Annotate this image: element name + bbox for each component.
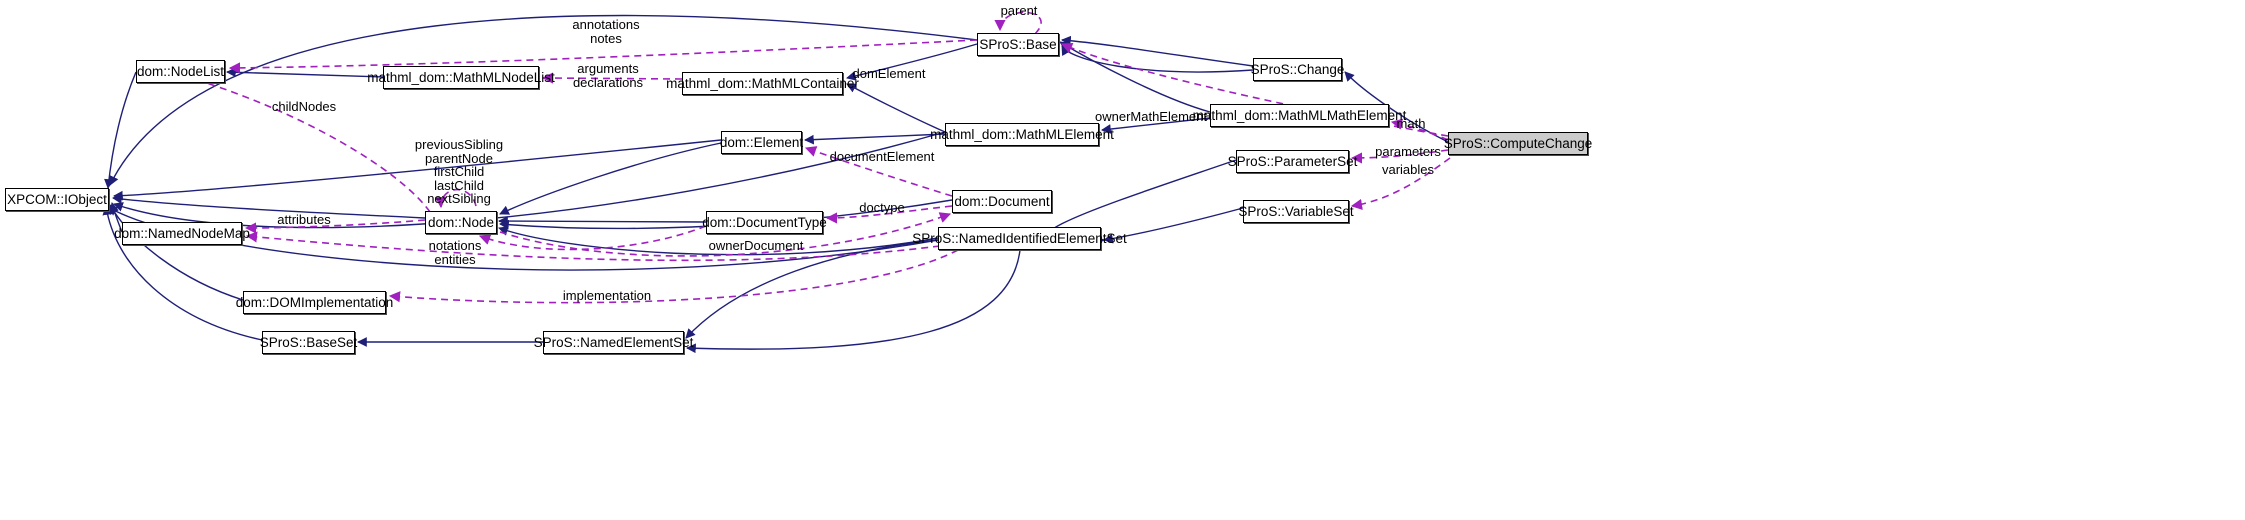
edge-label-variables: variables (1381, 162, 1435, 177)
node-spros-namedelementset[interactable]: SProS::NamedElementSet (534, 331, 693, 354)
node-dom-domimplementation[interactable]: dom::DOMImplementation (236, 291, 393, 314)
edge-label-implementation: implementation (562, 288, 652, 303)
node-mathml-element[interactable]: mathml_dom::MathMLElement (930, 123, 1114, 146)
node-label: mathml_dom::MathMLMathElement (1192, 107, 1407, 123)
node-label: mathml_dom::MathMLNodeList (367, 69, 555, 85)
node-spros-base[interactable]: SProS::Base (977, 33, 1059, 56)
node-mathml-mathelement[interactable]: mathml_dom::MathMLMathElement (1193, 104, 1406, 127)
node-dom-node[interactable]: dom::Node (425, 211, 497, 234)
node-label: SProS::Base (979, 36, 1057, 52)
node-xpcom-iobject[interactable]: XPCOM::IObject (5, 188, 109, 211)
node-mathml-nodelist[interactable]: mathml_dom::MathMLNodeList (367, 66, 555, 89)
node-label: SProS::BaseSet (259, 334, 358, 350)
node-label: dom::Node (427, 214, 495, 230)
edge-label-domelement: domElement (852, 66, 926, 81)
node-label: dom::NodeList (136, 63, 225, 79)
node-label: dom::Document (954, 193, 1050, 209)
node-label: SProS::Change (1250, 61, 1345, 77)
node-label: SProS::ComputeChange (1443, 135, 1593, 151)
node-spros-baseset[interactable]: SProS::BaseSet (259, 331, 358, 354)
node-dom-document[interactable]: dom::Document (952, 190, 1052, 213)
node-mathml-container[interactable]: mathml_dom::MathMLContainer (666, 72, 859, 95)
edge-label-childnodes: childNodes (271, 99, 337, 114)
node-dom-namednodemap[interactable]: dom::NamedNodeMap (114, 222, 250, 245)
node-label: dom::Element (719, 134, 804, 150)
node-label: SProS::VariableSet (1238, 203, 1354, 219)
edge-label-math: math (1396, 116, 1426, 131)
node-label: dom::DOMImplementation (235, 294, 394, 310)
node-label: dom::NamedNodeMap (114, 225, 250, 241)
edge-label-ownerdocument: ownerDocument (708, 238, 804, 253)
edge-label-arguments-declarations: arguments declarations (572, 61, 644, 90)
node-label: dom::DocumentType (702, 214, 827, 230)
node-dom-documenttype[interactable]: dom::DocumentType (702, 211, 827, 234)
edge-label-documentelement: documentElement (829, 149, 935, 164)
node-label: SProS::NamedElementSet (533, 334, 694, 350)
node-label: SProS::NamedIdentifiedElementSet (912, 230, 1127, 246)
edge-label-attributes: attributes (277, 212, 331, 227)
node-spros-computechange[interactable]: SProS::ComputeChange (1444, 132, 1592, 155)
node-label: XPCOM::IObject (7, 191, 107, 207)
node-label: mathml_dom::MathMLContainer (666, 75, 859, 91)
edge-label-node-refs: previousSibling parentNode firstChild la… (414, 137, 504, 206)
node-spros-namedidentifiedelementset[interactable]: SProS::NamedIdentifiedElementSet (912, 227, 1127, 250)
node-label: SProS::ParameterSet (1227, 153, 1358, 169)
node-label: mathml_dom::MathMLElement (930, 126, 1114, 142)
edge-label-doctype: doctype (859, 200, 905, 215)
node-spros-change[interactable]: SProS::Change (1250, 58, 1345, 81)
node-dom-element[interactable]: dom::Element (719, 131, 804, 154)
edge-label-annotations-notes: annotations notes (572, 17, 640, 46)
edge-label-parameters: parameters (1375, 144, 1441, 159)
edge-label-ownermathelement: ownerMathElement (1095, 109, 1207, 124)
node-dom-nodelist[interactable]: dom::NodeList (136, 60, 225, 83)
edge-label-parent: parent (1000, 3, 1038, 18)
node-spros-variableset[interactable]: SProS::VariableSet (1238, 200, 1354, 223)
edge-label-notations-entities: notations entities (428, 238, 482, 267)
node-spros-parameterset[interactable]: SProS::ParameterSet (1228, 150, 1357, 173)
